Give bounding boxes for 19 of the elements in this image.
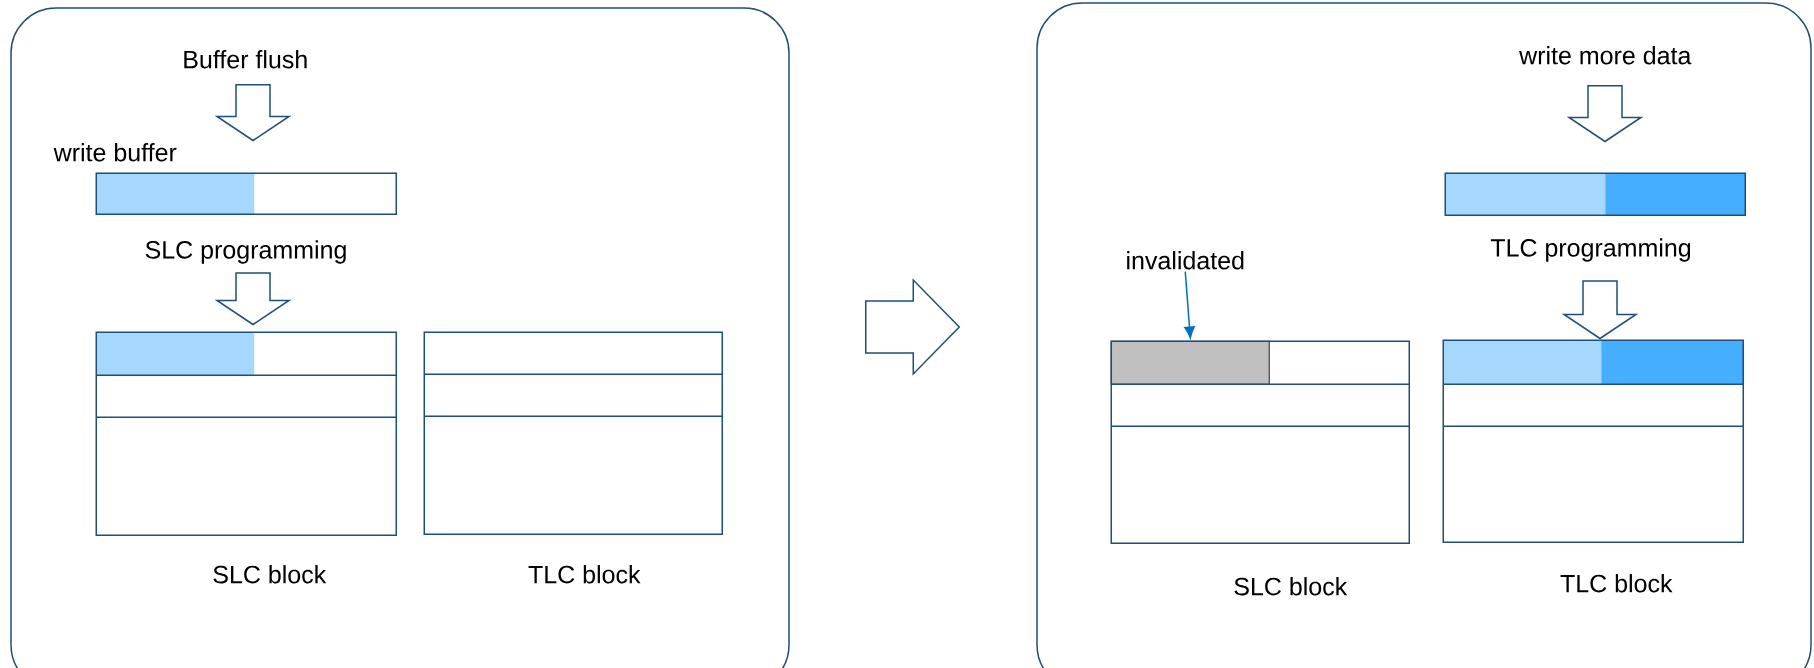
panel: [10, 7, 790, 668]
leader-line: [1184, 270, 1195, 339]
buffer-label: write buffer: [53, 143, 177, 162]
panel: [1036, 2, 1812, 668]
block-arrow: [1561, 280, 1639, 340]
block-arrow: [214, 83, 292, 142]
block-arrow: [1566, 84, 1644, 143]
edge-label: TLC programming: [1488, 236, 1694, 264]
block-label: TLC block: [528, 565, 641, 584]
block-arrow: [865, 278, 961, 376]
block-label: SLC block: [213, 565, 327, 584]
text-label: write more data: [1519, 46, 1692, 65]
block-label: SLC block: [1234, 577, 1348, 596]
buffer-bar: [1444, 172, 1746, 216]
edge-label: SLC programming: [142, 238, 350, 266]
block-arrow: [214, 272, 292, 326]
text-label: invalidated: [1127, 251, 1244, 270]
block-label: TLC block: [1560, 574, 1673, 593]
text-label: Buffer flush: [184, 50, 307, 69]
